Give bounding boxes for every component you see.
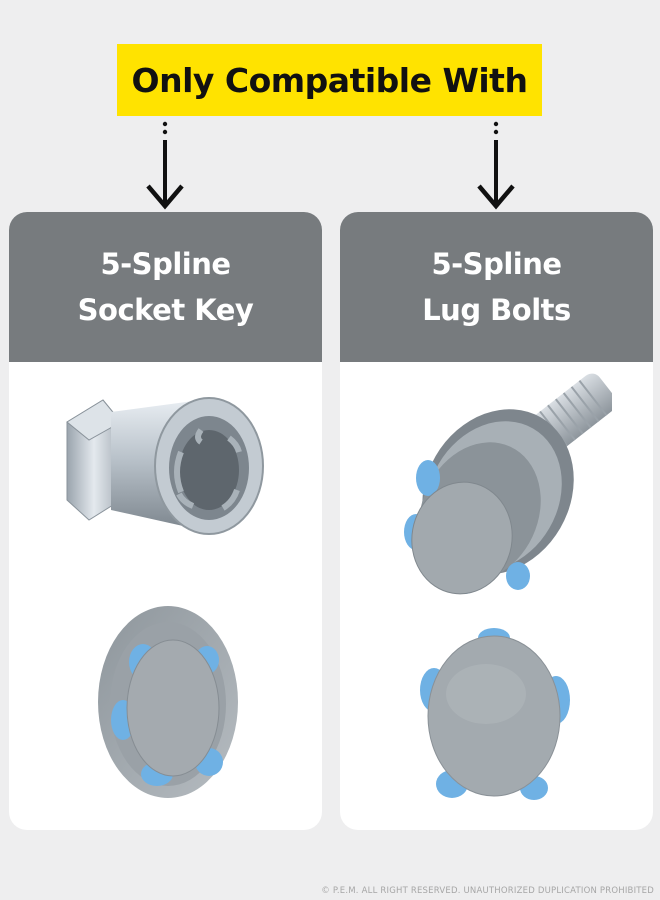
card-header: 5-Spline Socket Key: [9, 212, 322, 362]
card-title-line1: 5-Spline: [100, 247, 231, 281]
copyright-notice: © P.E.M. ALL RIGHT RESERVED. UNAUTHORIZE…: [321, 886, 654, 896]
dotted-down-arrow-icon: [477, 121, 515, 210]
socket-key-icon: [66, 397, 264, 535]
lug-bolts-card: 5-Spline Lug Bolts: [340, 212, 653, 830]
lug-bolt-head-icon: [420, 628, 570, 800]
socket-key-card: 5-Spline Socket Key: [9, 212, 322, 830]
card-body: [340, 362, 653, 830]
card-title-line1: 5-Spline: [431, 247, 562, 281]
card-header: 5-Spline Lug Bolts: [340, 212, 653, 362]
compatibility-banner: Only Compatible With: [117, 44, 542, 116]
lug-bolt-icon: [404, 373, 612, 595]
socket-key-end-icon: [98, 606, 238, 798]
card-title-line2: Lug Bolts: [422, 293, 571, 327]
card-title-line2: Socket Key: [77, 293, 254, 327]
card-body: [9, 362, 322, 830]
dotted-down-arrow-icon: [146, 121, 184, 210]
